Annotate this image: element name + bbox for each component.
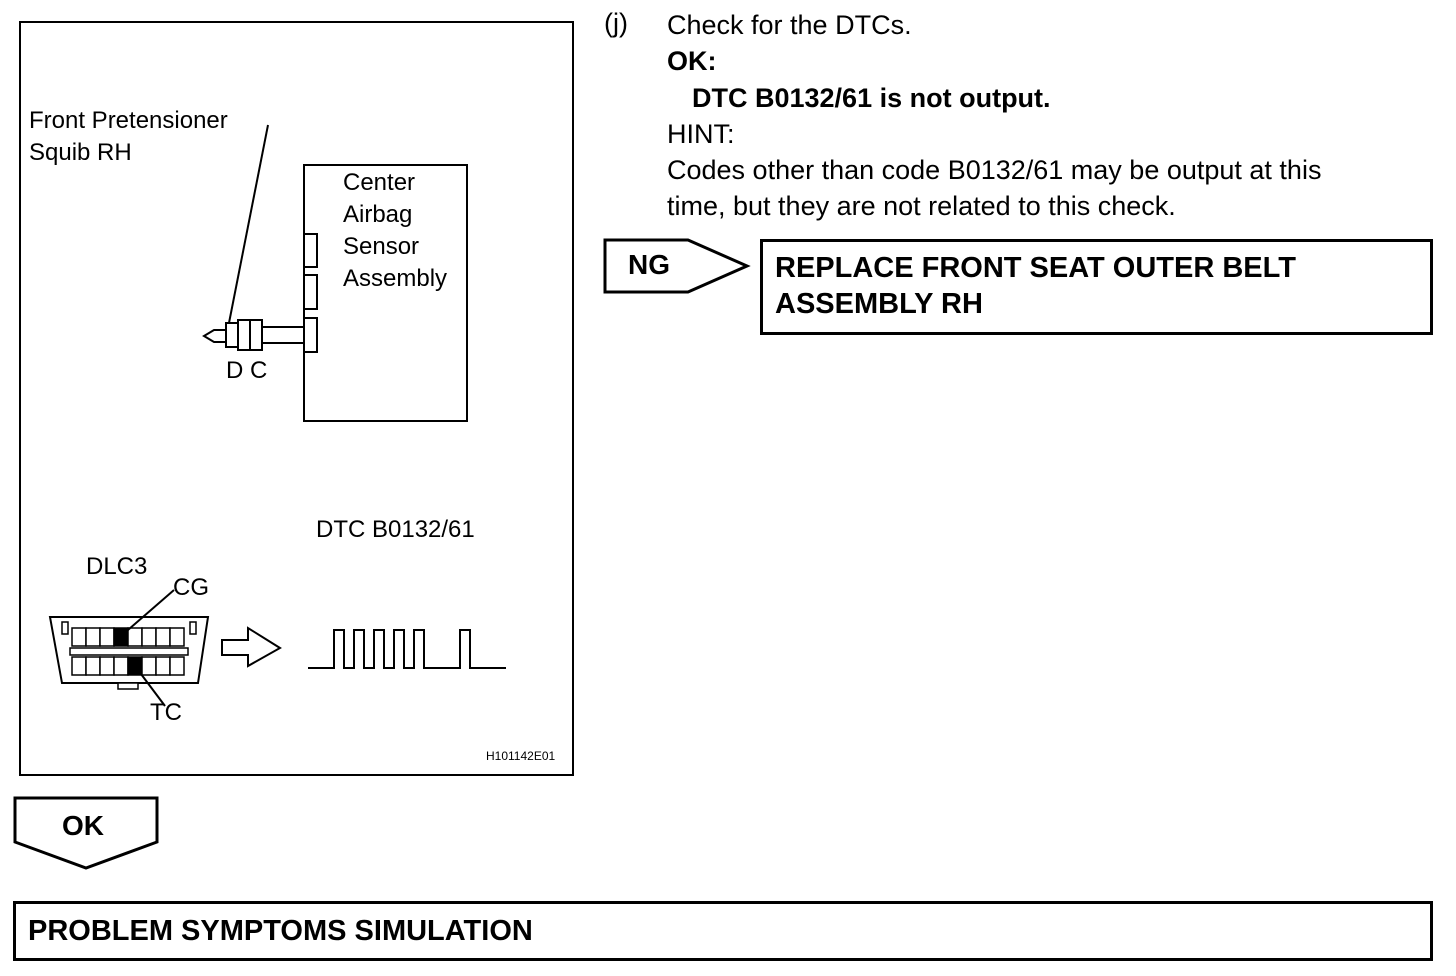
harness [261, 326, 305, 344]
dtc-pulse-waveform [308, 629, 506, 669]
figure-id: H101142E01 [486, 749, 556, 763]
next-step-box: PROBLEM SYMPTOMS SIMULATION [13, 901, 1433, 961]
connector-c-left [237, 319, 251, 351]
ok-label: OK [62, 810, 104, 841]
dlc3-divider [69, 647, 189, 656]
step-letter: (j) [604, 8, 628, 38]
step-title: Check for the DTCs. [667, 10, 912, 40]
sensor-slot-3 [303, 317, 318, 353]
squib-tip [202, 329, 227, 343]
sensor-slot-2 [303, 274, 318, 310]
center-airbag-sensor-box [303, 164, 468, 422]
cg-terminal-label: CG [173, 574, 209, 601]
connector-d [225, 322, 239, 348]
ng-flow-arrow [603, 238, 751, 294]
ng-label: NG [628, 249, 670, 280]
dlc3-pins-bottom [71, 656, 185, 676]
ok-criteria-label: OK: [667, 46, 717, 76]
ng-action-box: REPLACE FRONT SEAT OUTER BELT ASSEMBLY R… [760, 239, 1433, 335]
wiring-figure-frame [19, 21, 574, 776]
sensor-slot-1 [303, 233, 318, 268]
hint-text: Codes other than code B0132/61 may be ou… [667, 155, 1322, 221]
dlc3-latch-left [61, 621, 69, 635]
dtc-code-label: DTC B0132/61 [316, 516, 475, 543]
dlc3-key [117, 682, 139, 690]
connector-label: D C [226, 357, 268, 384]
hint-label: HINT: [667, 119, 735, 149]
next-step-title: PROBLEM SYMPTOMS SIMULATION [28, 915, 533, 947]
dlc3-label: DLC3 [86, 553, 148, 580]
cg-leader-line [120, 589, 175, 637]
connector-c-right [249, 319, 263, 351]
pretensioner-leader-line [227, 124, 269, 329]
tc-leader-line [134, 665, 166, 707]
dlc3-latch-right [189, 621, 197, 635]
tc-terminal-label: TC [150, 699, 182, 726]
pretensioner-label: Front Pretensioner Squib RH [29, 107, 228, 166]
sensor-label: Center Airbag Sensor Assembly [343, 169, 448, 292]
ok-criteria-result: DTC B0132/61 is not output. [692, 83, 1051, 113]
hollow-arrow-icon [221, 626, 282, 668]
ok-flow-arrow [13, 796, 159, 870]
